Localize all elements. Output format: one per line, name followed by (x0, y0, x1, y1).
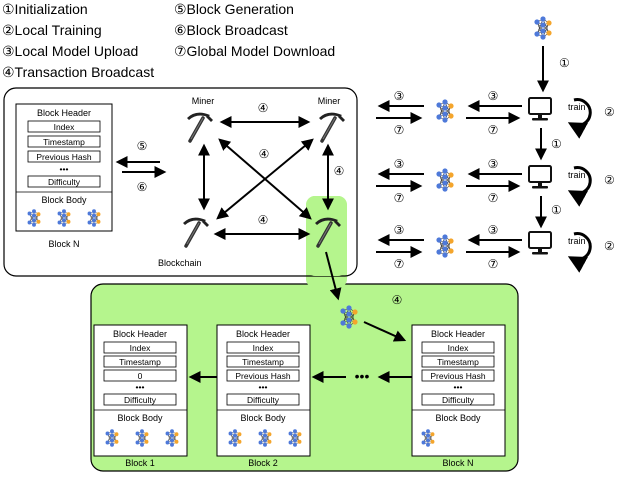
arrow-miner-to-chain (325, 251, 342, 301)
legend-item-block-broadcast: ⑥Block Broadcast (174, 22, 288, 38)
index-field: Index (253, 343, 275, 353)
previous-hash-field: Previous Hash (36, 152, 92, 162)
chain-dots: ••• (355, 368, 370, 384)
row3-computer-icon (528, 231, 552, 256)
previous-hash-field: Previous Hash (235, 371, 291, 381)
previous-hash-field: Previous Hash (430, 371, 486, 381)
init-model-icon (533, 15, 553, 41)
block-2: Block Header Index Timestamp Previous Ha… (216, 324, 311, 457)
legend-item-local-training: ②Local Training (2, 22, 102, 38)
index-field: Index (448, 343, 470, 353)
step3-row3-right: ③ (488, 223, 499, 237)
block-1: Block Header Index Timestamp 0 ••• Diffi… (93, 324, 188, 457)
step1-label-top: ① (559, 56, 570, 70)
ellipsis-field: ••• (136, 382, 145, 392)
miner-icon-bottom-left (181, 215, 211, 248)
step7-row1-left: ⑦ (394, 123, 405, 137)
block-body-label: Block Body (435, 413, 481, 423)
step4-label-top: ④ (258, 101, 269, 115)
block-body-label: Block Body (117, 413, 163, 423)
legend: ①Initialization ②Local Training ③Local M… (2, 1, 335, 80)
timestamp-field: Timestamp (437, 357, 479, 367)
block-2-label: Block 2 (248, 458, 278, 468)
step4-label-chain: ④ (392, 293, 403, 307)
block-header-label: Block Header (37, 108, 91, 118)
miner-arrows (198, 116, 334, 240)
step7-row2-left: ⑦ (394, 191, 405, 205)
block-header-label: Block Header (431, 329, 485, 339)
client-row-1 (376, 97, 592, 139)
block-header-label: Block Header (113, 329, 167, 339)
index-field: Index (130, 343, 152, 353)
ellipsis-field: ••• (259, 382, 268, 392)
miner-label-right: Miner (318, 96, 341, 106)
timestamp-field: Timestamp (119, 357, 161, 367)
block-n-chain-label: Block N (442, 458, 473, 468)
index-field: Index (54, 122, 76, 132)
step7-row3-left: ⑦ (394, 257, 405, 271)
arrow-to-block-n (363, 321, 407, 342)
step4-label-bottom: ④ (258, 213, 269, 227)
step1-label-mid2: ① (551, 203, 562, 217)
row1-model-icon (435, 98, 455, 124)
train-label-row3: train (568, 236, 586, 246)
miner-icon-top-right (317, 110, 347, 143)
miner-icon-top-left (185, 110, 215, 143)
row1-computer-icon (528, 97, 552, 122)
block-n-chain: Block Header Index Timestamp Previous Ha… (411, 324, 506, 457)
difficulty-field: Difficulty (48, 177, 81, 187)
blockchain-panel (3, 87, 358, 277)
difficulty-field: Difficulty (124, 395, 157, 405)
difficulty-field: Difficulty (247, 395, 280, 405)
step3-row3-left: ③ (394, 223, 405, 237)
step2-row3: ② (604, 239, 615, 253)
row2-computer-icon (528, 165, 552, 190)
step7-row1-right: ⑦ (488, 123, 499, 137)
timestamp-field: Timestamp (43, 137, 85, 147)
train-label-row2: train (568, 170, 586, 180)
step3-row2-right: ③ (488, 157, 499, 171)
block-n-top-label: Block N (48, 239, 79, 249)
highlight-miner-bg (306, 196, 347, 276)
step3-row1-left: ③ (394, 89, 405, 103)
ellipsis-field: ••• (454, 382, 463, 392)
row3-model-icon (435, 233, 455, 259)
step5-label: ⑤ (137, 139, 148, 153)
step1-label-mid1: ① (551, 137, 562, 151)
legend-item-global-model-download: ⑦Global Model Download (174, 43, 335, 59)
step3-row1-right: ③ (488, 89, 499, 103)
difficulty-field: Difficulty (442, 395, 475, 405)
legend-item-block-generation: ⑤Block Generation (174, 1, 294, 17)
client-row-3 (376, 231, 592, 273)
step6-label: ⑥ (137, 180, 148, 194)
blockchain-label: Blockchain (158, 258, 202, 268)
ellipsis-field: ••• (60, 164, 69, 174)
miner-label-left: Miner (192, 96, 215, 106)
step4-label-center: ④ (259, 147, 270, 161)
block-header-label: Block Header (236, 329, 290, 339)
legend-item-transaction-broadcast: ④Transaction Broadcast (2, 64, 154, 80)
legend-item-local-model-upload: ③Local Model Upload (2, 43, 138, 59)
train-label-row1: train (568, 102, 586, 112)
block-1-label: Block 1 (125, 458, 155, 468)
row2-model-icon (435, 167, 455, 193)
step2-row1: ② (604, 105, 615, 119)
block-body-label: Block Body (240, 413, 286, 423)
step3-row2-left: ③ (394, 157, 405, 171)
legend-item-initialization: ①Initialization (2, 1, 88, 17)
client-row-2 (376, 165, 592, 207)
timestamp-field: Timestamp (242, 357, 284, 367)
block-n-top: Block Header Index Timestamp Previous Ha… (15, 103, 113, 232)
step2-row2: ② (604, 173, 615, 187)
genesis-previous-hash-field: 0 (138, 371, 143, 381)
step4-label-right: ④ (334, 164, 345, 178)
step7-row3-right: ⑦ (488, 257, 499, 271)
step7-row2-right: ⑦ (488, 191, 499, 205)
block-body-label: Block Body (41, 195, 87, 205)
